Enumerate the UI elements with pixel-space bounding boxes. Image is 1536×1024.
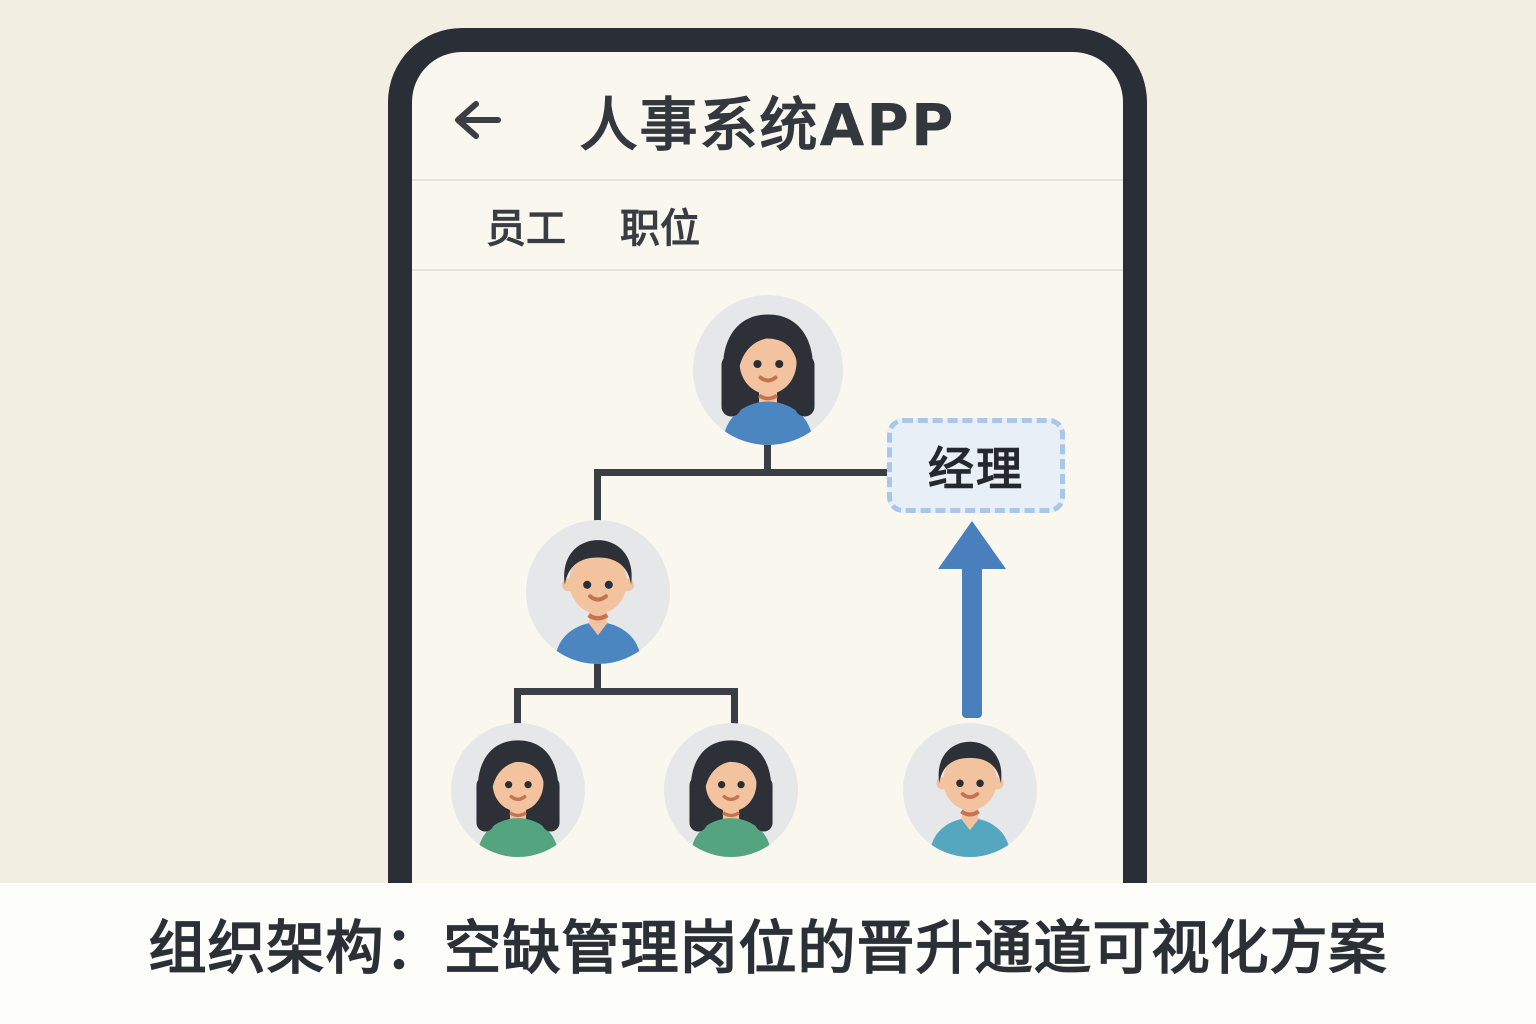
up-arrow-icon xyxy=(938,521,1006,569)
vacant-position-card[interactable]: 经理 xyxy=(887,418,1065,513)
caption-band: 组织架构：空缺管理岗位的晋升通道可视化方案 xyxy=(0,883,1536,1024)
caption-text: 组织架构：空缺管理岗位的晋升通道可视化方案 xyxy=(148,914,1388,982)
female-employee-green-avatar xyxy=(664,723,798,857)
connector-line xyxy=(514,688,738,695)
tab-positions[interactable]: 职位 xyxy=(620,196,700,254)
employee-node-bottom-right[interactable] xyxy=(903,723,1037,857)
promotion-arrow-shaft xyxy=(962,564,982,718)
tab-employees[interactable]: 员工 xyxy=(486,196,566,254)
vacant-position-label: 经理 xyxy=(928,441,1024,496)
employee-node-bottom-center[interactable] xyxy=(664,723,798,857)
connector-line xyxy=(731,688,738,725)
connector-line xyxy=(594,469,887,476)
app-screen: 人事系统APP 员工 职位 经理 xyxy=(412,52,1123,883)
male-employee-teal-avatar xyxy=(903,723,1037,857)
tab-bar: 员工 职位 xyxy=(412,181,1123,269)
female-employee-blue-avatar xyxy=(693,295,843,445)
tabs-divider xyxy=(412,269,1123,271)
male-employee-blue-avatar xyxy=(526,520,670,664)
female-employee-green-avatar xyxy=(451,723,585,857)
employee-node-bottom-left[interactable] xyxy=(451,723,585,857)
back-button[interactable] xyxy=(450,92,506,148)
app-header: 人事系统APP xyxy=(412,52,1123,179)
phone-frame: 人事系统APP 员工 职位 经理 xyxy=(388,28,1147,883)
back-arrow-icon xyxy=(450,92,506,148)
connector-line xyxy=(514,688,521,725)
employee-node-middle[interactable] xyxy=(526,520,670,664)
connector-line xyxy=(764,443,771,473)
connector-line xyxy=(594,469,601,522)
employee-node-top[interactable] xyxy=(693,295,843,445)
page-title: 人事系统APP xyxy=(579,91,956,159)
connector-line xyxy=(594,662,601,692)
header-divider xyxy=(412,179,1123,181)
